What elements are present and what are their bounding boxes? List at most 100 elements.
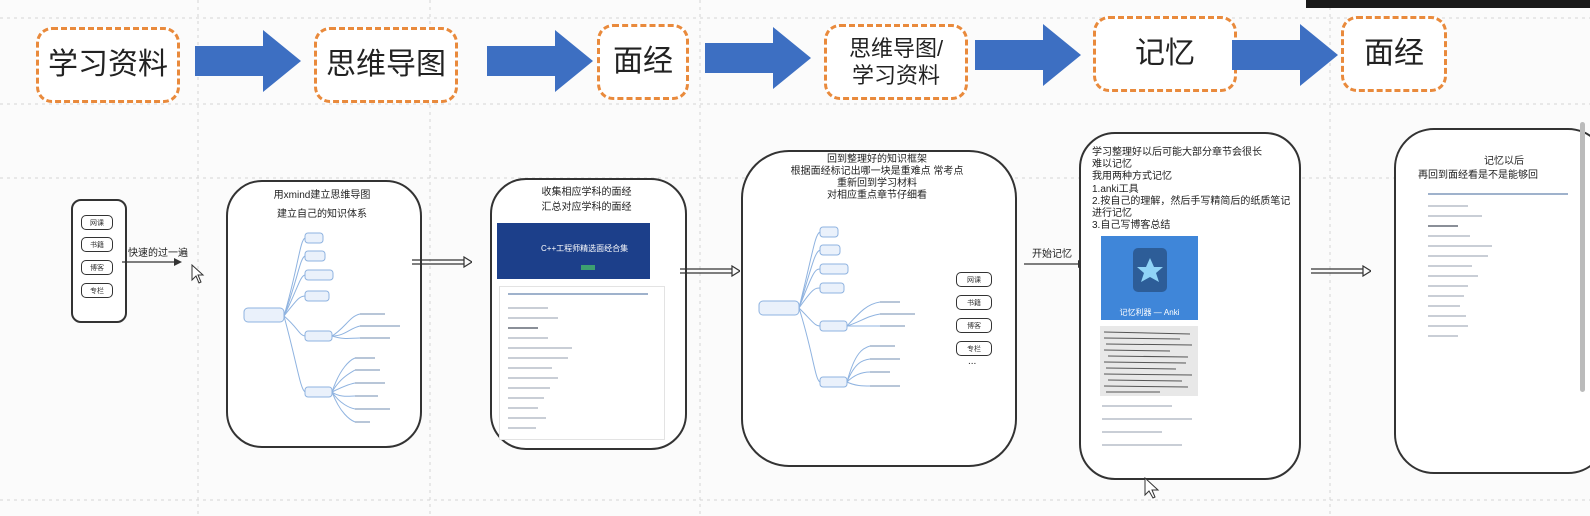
doc-line [508,367,552,369]
memory-text-line: 2.按自己的理解，然后手写精简后的纸质笔记 [1092,196,1291,207]
button-label: 书籍 [967,299,981,307]
doc-line [508,427,536,429]
review-doc-preview [1424,187,1574,347]
resource-button-books: 书籍 [956,295,992,310]
panel-title-line: 根据面经标记出哪一块是重难点 常考点 [790,166,964,177]
stage-mindmap-materials: 思维导图/ 学习资料 [824,24,968,100]
resource-button-blogs: 博客 [956,318,992,333]
interview-banner: C++工程师精选面经合集 [497,223,650,279]
connector-arrow [122,258,182,266]
doc-line [508,317,558,319]
memory-text-line: 难以记忆 [1092,159,1132,170]
start-memory-label: 开始记忆 [1032,249,1072,260]
doc-line [508,307,548,309]
scrollbar[interactable] [1580,122,1585,392]
interview-doc-preview [499,286,665,440]
stage-learning-materials: 学习资料 [36,27,180,103]
stage-label: 面经 [613,45,673,79]
resource-button-column: 专栏 [956,341,992,356]
memory-text-line: 进行记忆 [1092,208,1132,219]
stage-label: 思维导图 [326,48,446,82]
panel-title-line: 对相应重点章节仔细看 [827,190,927,201]
doc-line [1428,225,1458,227]
resource-button-video: 网课 [956,272,992,287]
doc-line [1428,215,1482,217]
memory-text-line: 3.自己写博客总结 [1092,220,1171,231]
doc-line [1102,444,1182,446]
stage-memory: 记忆 [1093,16,1237,92]
stage-mind-map: 思维导图 [314,27,458,103]
banner-badge [581,265,595,270]
button-label: 博客 [90,264,104,272]
doc-line [1428,255,1488,257]
panel-title-line: 记忆以后 [1484,156,1524,167]
more-dots: ... [968,356,977,367]
panel-title-line: 汇总对应学科的面经 [541,202,632,213]
panel-title-line: 重新回到学习材料 [837,178,917,189]
button-label: 博客 [967,322,981,330]
button-label: 专栏 [967,345,981,353]
doc-line [1428,305,1460,307]
doc-line [1102,405,1172,407]
panel-title-line: 回到整理好的知识框架 [827,154,927,165]
resource-button-blogs: 博客 [81,260,113,275]
top-right-bar [1306,0,1590,8]
doc-line [1428,275,1478,277]
doc-line [508,397,544,399]
connector-arrow [412,256,472,268]
doc-line [1428,245,1492,247]
doc-line [1428,235,1470,237]
doc-line [508,377,558,379]
doc-line [1428,205,1468,207]
connector-arrow [1024,260,1086,268]
resource-button-books: 书籍 [81,237,113,252]
doc-line [508,417,546,419]
button-label: 专栏 [90,287,104,295]
banner-text: C++工程师精选面经合集 [541,244,629,253]
panel-title-line: 再回到面经看是不是能够回 [1418,170,1538,181]
memory-text-line: 学习整理好以后可能大部分章节会很长 [1092,147,1262,158]
doc-line [1428,325,1468,327]
mind-map-diagram [758,226,915,388]
doc-line [508,337,548,339]
doc-line [1428,265,1472,267]
stage-interview-notes-final: 面经 [1341,16,1447,92]
doc-line [1102,418,1192,420]
anki-caption: 记忆利器 — Anki [1119,308,1180,317]
connector-arrow [1311,265,1371,277]
flow-arrow [487,30,593,92]
resource-button-video: 网课 [81,215,113,230]
doc-line [1428,295,1464,297]
panel-title-line: 用xmind建立思维导图 [273,190,371,201]
memory-text-line: 1.anki工具 [1092,184,1139,195]
stage-interview-notes: 面经 [597,24,689,100]
doc-line [508,347,572,349]
handwritten-notes-image [1100,326,1198,396]
stage-label: 思维导图/ 学习资料 [848,35,944,89]
mind-map-diagram [243,232,400,423]
doc-line [1428,193,1568,195]
flow-arrow [705,27,811,89]
doc-line [1428,315,1466,317]
panel-title-line: 收集相应学科的面经 [541,187,632,198]
doc-line [508,357,568,359]
mouse-cursor-icon [191,264,205,284]
button-label: 网课 [90,219,104,227]
quick-overview-caption: 快速的过一遍 [128,248,188,259]
stage-label: 面经 [1364,37,1424,71]
resource-button-column: 专栏 [81,283,113,298]
mouse-cursor-icon [1144,477,1160,499]
anki-card: 记忆利器 — Anki [1101,236,1198,320]
anki-star-icon [1133,248,1167,292]
button-label: 网课 [967,276,981,284]
doc-line [1428,285,1468,287]
button-label: 书籍 [90,241,104,249]
memory-text-line: 我用两种方式记忆 [1092,171,1172,182]
doc-line [508,293,648,295]
flow-arrow [975,24,1081,86]
doc-line [1428,335,1458,337]
stage-label: 记忆 [1135,37,1195,71]
doc-line [508,387,550,389]
connector-arrow [680,265,740,277]
stage-label: 学习资料 [48,48,168,82]
